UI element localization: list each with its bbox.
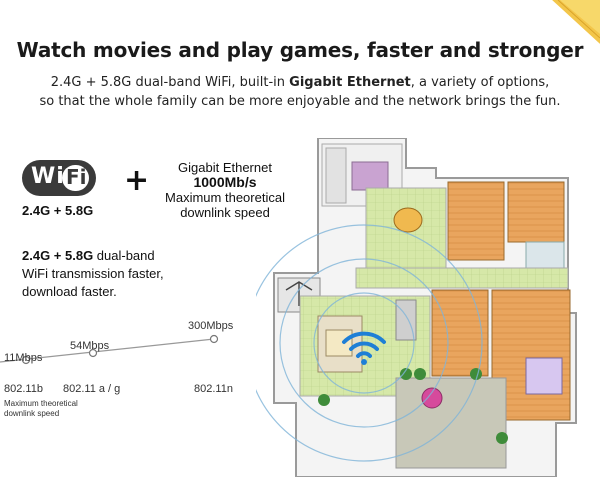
gigabit-title: Gigabit Ethernet <box>178 160 272 175</box>
signal-ring-inner <box>313 292 415 394</box>
kitchen-cabinet <box>351 161 389 191</box>
plant-2 <box>414 368 426 380</box>
plant-5 <box>318 394 330 406</box>
plus-sign: + <box>124 163 150 198</box>
description-line3: download faster. <box>22 284 117 299</box>
footnote-line1: Maximum theoretical <box>4 399 78 408</box>
description-rest1: dual-band <box>93 248 155 263</box>
signal-ring-middle <box>279 258 449 428</box>
signal-ring-outer <box>256 224 483 462</box>
speed-line <box>0 338 215 363</box>
standard-label-2: 802.11n <box>194 383 233 395</box>
standard-label-0: 802.11b <box>4 383 43 395</box>
gigabit-line2: downlink speed <box>180 205 270 220</box>
point-300mbps <box>209 334 219 344</box>
gigabit-line1: Maximum theoretical <box>165 190 285 205</box>
speed-label-0: 11Mbps <box>4 352 43 364</box>
bed <box>525 357 563 395</box>
stair-arrow <box>285 281 313 306</box>
floor-plan-illustration <box>256 138 577 477</box>
plant-1 <box>400 368 412 380</box>
subheadline-part1: 2.4G + 5.8G dual-band WiFi, built-in <box>50 75 290 90</box>
speed-chart: 11Mbps 54Mbps 300Mbps 802.11b 802.11 a /… <box>0 320 234 395</box>
wifi-logo: Wi Fi <box>22 160 96 196</box>
point-11mbps <box>21 355 31 365</box>
kitchen-counter <box>325 147 347 204</box>
gigabit-block: Gigabit Ethernet 1000Mb/s Maximum theore… <box>150 160 300 220</box>
headline: Watch movies and play games, faster and … <box>16 38 584 62</box>
dining-table <box>393 207 423 233</box>
speed-label-1: 54Mbps <box>70 340 110 352</box>
subheadline-line2: so that the whole family can be more enj… <box>39 94 561 109</box>
speed-label-2: 300Mbps <box>188 320 234 332</box>
bedroom-top-right <box>507 181 565 243</box>
dual-band-description: 2.4G + 5.8G dual-band WiFi transmission … <box>22 247 164 301</box>
point-54mbps <box>88 348 98 358</box>
subheadline-part2: , a variety of options, <box>410 75 550 90</box>
description-bold: 2.4G + 5.8G <box>22 248 94 263</box>
study-room <box>431 289 489 377</box>
coffee-table <box>325 329 353 357</box>
wifi-logo-fi: Fi <box>66 165 87 189</box>
description-line2: WiFi transmission faster, <box>22 266 164 281</box>
wifi-signal-icon <box>342 331 386 365</box>
parasol <box>421 387 443 409</box>
plant-4 <box>496 432 508 444</box>
wifi-logo-wi: Wi <box>31 164 65 189</box>
gigabit-speed: 1000Mb/s <box>193 174 257 190</box>
subheadline: 2.4G + 5.8G dual-band WiFi, built-in Gig… <box>0 73 600 111</box>
subheadline-bold: Gigabit Ethernet <box>289 75 411 90</box>
standard-label-1: 802.11 a / g <box>63 383 120 395</box>
bedroom-top-left <box>447 181 505 261</box>
corner-decoration <box>544 0 600 44</box>
footnote-line2: downlink speed <box>4 409 60 418</box>
band-label: 2.4G + 5.8G <box>22 203 94 218</box>
speed-chart-footnote: Maximum theoretical downlink speed <box>4 399 124 419</box>
wifi-logo-fi-box: Fi <box>62 165 89 191</box>
